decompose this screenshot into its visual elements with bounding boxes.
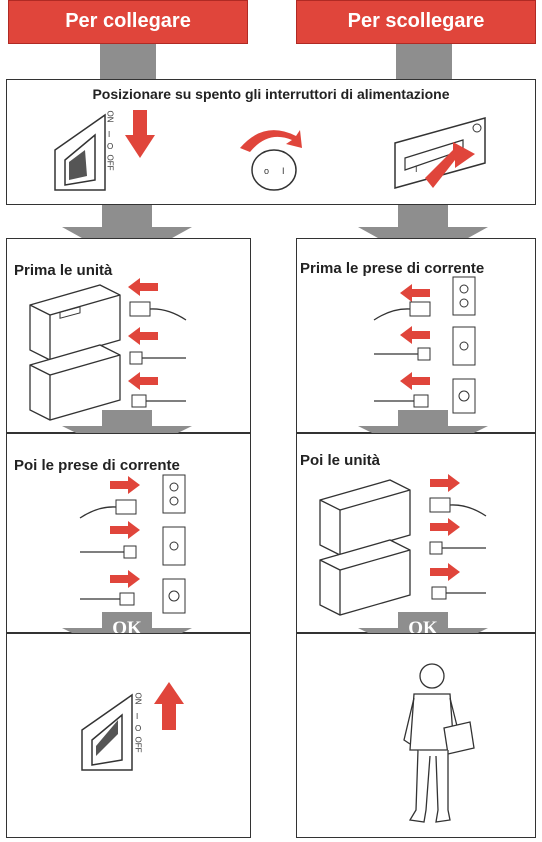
power-outlet-icon [452, 276, 476, 316]
power-outlet-icon [162, 474, 186, 514]
coax-outlet-icon [162, 578, 186, 614]
phone-outlet-icon [452, 326, 476, 366]
rotary-knob-icon: o I [240, 130, 302, 191]
red-left-arrow-icon [128, 327, 158, 345]
connect-final-box [6, 633, 251, 838]
red-left-arrow-icon [128, 278, 158, 296]
switch-label-on: ON [133, 692, 143, 705]
svg-text:I: I [282, 166, 285, 176]
phone-plug-icon [429, 541, 486, 555]
svg-text:o: o [264, 166, 269, 176]
flow-arrow-icon [62, 205, 192, 263]
red-left-arrow-icon [400, 372, 430, 390]
rocker-switch-icon [54, 113, 106, 191]
power-plug-icon [429, 497, 487, 517]
switch-label-circle: O [107, 142, 114, 151]
red-right-arrow-icon [110, 570, 140, 588]
power-plug-icon [79, 499, 137, 519]
header-connect: Per collegare [8, 0, 248, 44]
header-disconnect: Per scollegare [296, 0, 536, 44]
switch-label-mid: I [136, 712, 139, 721]
power-plug-icon [129, 301, 187, 321]
red-right-arrow-icon [430, 563, 460, 581]
coax-plug-icon [374, 394, 429, 408]
rocker-switch-on-icon [81, 693, 133, 771]
coax-outlet-icon [452, 378, 476, 414]
red-down-arrow-icon [125, 110, 155, 158]
power-plug-icon [373, 301, 431, 321]
phone-plug-icon [129, 351, 186, 365]
phone-plug-icon [80, 545, 137, 559]
switch-label-off: OFF [133, 736, 143, 753]
red-right-arrow-icon [430, 474, 460, 492]
coax-plug-icon [431, 586, 486, 600]
person-carrying-box-icon [403, 663, 475, 823]
device-units-icon [319, 479, 411, 616]
disconnect-step2-title: Poi le unità [300, 452, 381, 469]
red-left-arrow-icon [400, 284, 430, 302]
phone-outlet-icon [162, 526, 186, 566]
red-right-arrow-icon [430, 518, 460, 536]
switch-label-off: OFF [105, 154, 115, 171]
connect-step1-title: Prima le unità [14, 262, 113, 279]
red-right-arrow-icon [110, 521, 140, 539]
coax-plug-icon [131, 394, 186, 408]
coax-plug-icon [80, 592, 135, 606]
connect-step2-title: Poi le prese di corrente [14, 457, 180, 474]
flow-arrow-icon [358, 205, 488, 263]
phone-plug-icon [374, 347, 431, 361]
disconnect-step1-title: Prima le prese di corrente [300, 260, 485, 277]
red-left-arrow-icon [128, 372, 158, 390]
connector-stem [100, 44, 156, 80]
slide-switch-icon: I [394, 117, 486, 189]
power-off-title: Posizionare su spento gli interruttori d… [92, 86, 450, 102]
device-units-icon [29, 284, 121, 421]
svg-text:I: I [415, 164, 418, 174]
red-left-arrow-icon [400, 326, 430, 344]
switch-label-on: ON [105, 110, 115, 123]
connector-stem [396, 44, 452, 80]
red-right-arrow-icon [110, 476, 140, 494]
switch-label-circle: O [135, 724, 142, 733]
switch-label-mid: I [108, 130, 111, 139]
red-up-arrow-icon [154, 682, 184, 730]
